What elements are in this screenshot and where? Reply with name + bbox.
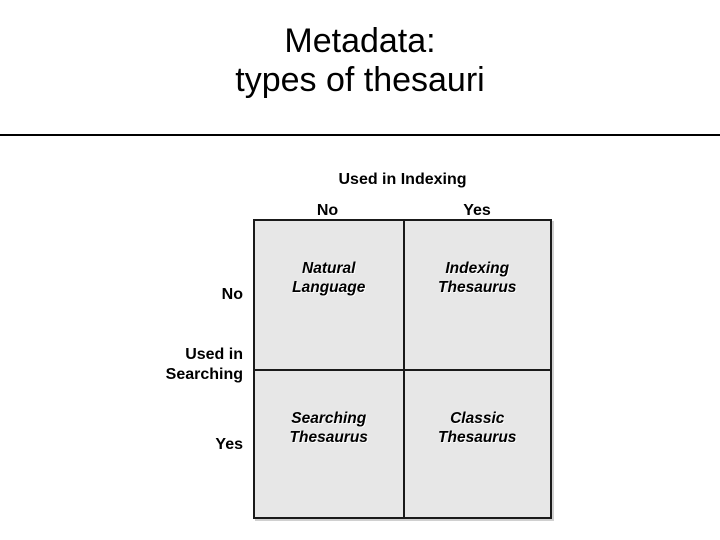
cell-label-line-1: Natural: [302, 260, 356, 277]
page-title-line-1: Metadata:: [284, 22, 436, 60]
cell-label-line-2: Language: [292, 279, 366, 296]
cell-label-line-1: Classic: [450, 410, 505, 427]
matrix-cell-label: Searching Thesaurus: [290, 409, 368, 447]
matrix-cell-indexing-thesaurus: Indexing Thesaurus: [402, 221, 550, 369]
column-header-no: No: [316, 202, 339, 219]
matrix-cell-natural-language: Natural Language: [255, 221, 403, 369]
page-title-line-2: types of thesauri: [235, 61, 485, 99]
matrix-cell-classic-thesaurus: Classic Thesaurus: [402, 369, 550, 517]
matrix-box: Natural Language Indexing Thesaurus Sear…: [253, 219, 552, 519]
matrix-cell-label: Classic Thesaurus: [438, 409, 516, 447]
column-header-yes: Yes: [463, 202, 491, 219]
matrix-grid: Natural Language Indexing Thesaurus Sear…: [255, 221, 550, 517]
cell-label-line-1: Indexing: [445, 260, 510, 277]
row-axis-title: Used in Searching: [123, 345, 243, 385]
cell-label-line-1: Searching: [291, 410, 367, 427]
matrix-cell-searching-thesaurus: Searching Thesaurus: [255, 369, 403, 517]
cell-label-line-2: Thesaurus: [289, 429, 368, 446]
matrix-cell-label: Indexing Thesaurus: [438, 259, 516, 297]
header-divider: [0, 134, 720, 136]
matrix-cell-label: Natural Language: [292, 259, 365, 297]
row-header-no: No: [221, 286, 243, 303]
page-title: Metadata: types of thesauri: [0, 22, 720, 100]
column-axis-title: Used in Indexing: [338, 171, 467, 188]
row-axis-title-line-1: Used in: [185, 346, 243, 363]
row-axis-title-line-2: Searching: [165, 366, 243, 383]
cell-label-line-2: Thesaurus: [438, 429, 517, 446]
cell-label-line-2: Thesaurus: [438, 279, 517, 296]
row-header-yes: Yes: [215, 436, 243, 453]
